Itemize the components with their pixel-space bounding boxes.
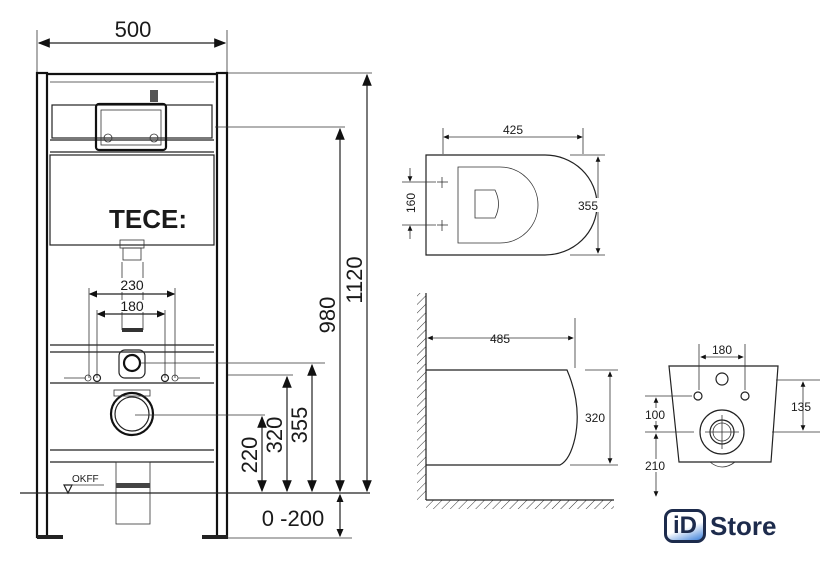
dim-135: 135: [791, 400, 811, 414]
dim-230: 230: [120, 277, 144, 293]
frame-dimensions: 500 230 180 1120 980 355 320 220 0 -200: [88, 17, 372, 539]
dim-180-back: 180: [712, 343, 732, 357]
dim-220: 220: [237, 437, 262, 474]
installation-frame: OKFF TECE:: [20, 30, 370, 539]
dim-355: 355: [287, 407, 312, 444]
dim-425: 425: [503, 123, 523, 137]
logo-mark: iD: [664, 509, 706, 543]
tece-brand: TECE:: [109, 204, 187, 234]
dim-210: 210: [645, 459, 665, 473]
dim-355-bowl: 355: [578, 199, 598, 213]
dim-180: 180: [120, 298, 144, 314]
dim-100: 100: [645, 408, 665, 422]
dim-0-200: 0 -200: [262, 506, 324, 531]
idstore-logo: iD Store: [664, 509, 776, 543]
logo-text: Store: [710, 510, 777, 541]
dim-485: 485: [490, 332, 510, 346]
bowl-back-view: 180 135 100 210: [641, 343, 820, 497]
dim-width-500: 500: [115, 17, 152, 42]
dim-1120: 1120: [342, 256, 367, 303]
dim-320: 320: [262, 417, 287, 454]
okff-label: OKFF: [72, 474, 99, 485]
dim-160: 160: [404, 193, 418, 213]
bowl-side-view: 485 320: [417, 293, 618, 509]
dim-320-bowl: 320: [585, 411, 605, 425]
dim-980: 980: [315, 297, 340, 334]
bowl-top-view: 425 355 160: [402, 123, 605, 256]
